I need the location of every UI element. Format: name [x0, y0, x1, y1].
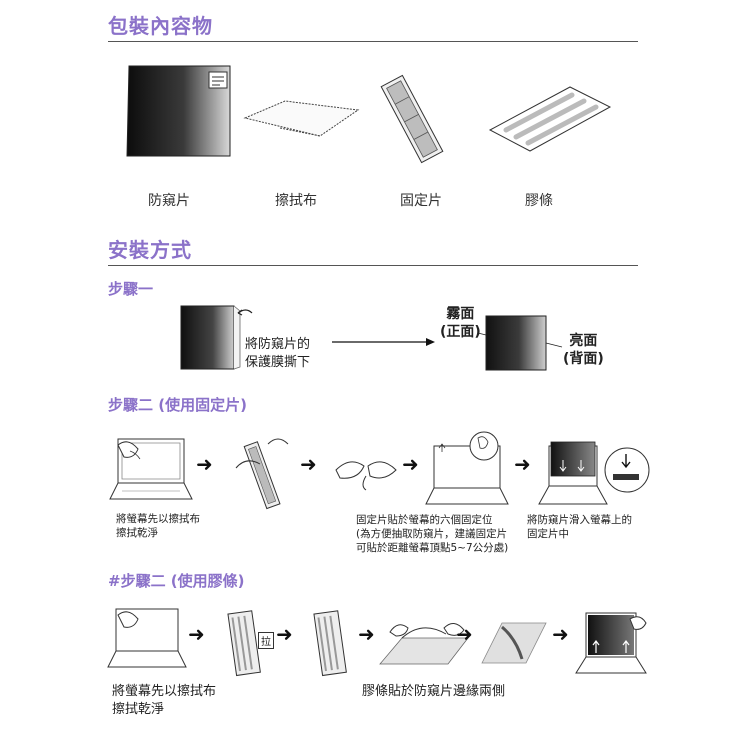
adhesive-strips-illustration: [488, 86, 612, 152]
attach-tab-illustration: [335, 461, 397, 491]
cleaning-cloth-illustration: [243, 100, 360, 137]
filter-front-illustration: [477, 315, 563, 371]
laptop-cleaning-illustration: [109, 438, 193, 500]
package-title: 包裝內容物: [108, 14, 213, 38]
divider: [108, 265, 638, 266]
divider: [108, 41, 638, 42]
step1-heading: 步驟一: [108, 280, 154, 298]
item-label-fixing-tabs: 固定片: [400, 193, 442, 209]
arrow-right-icon: ➜: [456, 622, 473, 646]
install-title: 安裝方式: [108, 238, 192, 262]
step2-caption-slide: 將防窺片滑入螢幕上的 固定片中: [527, 514, 632, 540]
step3-caption-clean: 將螢幕先以擦拭布 擦拭乾淨: [112, 684, 217, 717]
matte-side-label: 霧面 (正面): [440, 306, 481, 340]
laptop-slide-filter-illustration: [538, 441, 650, 505]
arrow-right-icon: ➜: [300, 452, 317, 476]
pull-label: 拉: [258, 632, 274, 649]
step3-caption-tape: 膠條貼於防窺片邊緣兩側: [362, 684, 506, 699]
step3-heading: #步驟二 (使用膠條): [108, 572, 245, 590]
arrow-right-icon: ➜: [358, 622, 375, 646]
adhesive-peel-illustration: [227, 610, 261, 677]
apply-tape-illustration: [379, 623, 469, 665]
step1-instruction: 將防窺片的 保護膜撕下: [245, 337, 311, 370]
arrow-right-icon: ➜: [276, 622, 293, 646]
step2-caption-attach: 固定片貼於螢幕的六個固定位 (為方便抽取防窺片，建議固定片 可貼於距離螢幕頂點5…: [356, 514, 509, 554]
peel-tab-illustration: [235, 438, 289, 510]
laptop-cleaning-illustration: [107, 608, 187, 668]
adhesive-strip-illustration: [313, 610, 347, 677]
arrow-right-icon: [332, 338, 435, 346]
arrow-right-icon: ➜: [188, 622, 205, 646]
fixing-tabs-illustration: [380, 74, 444, 164]
glossy-side-label: 亮面 (背面): [563, 333, 604, 367]
laptop-filter-applied-illustration: [575, 612, 647, 674]
filter-with-film-illustration: [180, 305, 253, 370]
laptop-tab-position-illustration: [425, 431, 509, 505]
step2-caption-clean: 將螢幕先以擦拭布 擦拭乾淨: [116, 513, 200, 539]
arrow-right-icon: ➜: [402, 452, 419, 476]
item-label-adhesive-strips: 膠條: [525, 193, 553, 209]
arrow-right-icon: ➜: [514, 452, 531, 476]
item-label-privacy-filter: 防窺片: [148, 193, 190, 209]
step2-heading: 步驟二 (使用固定片): [108, 396, 247, 414]
arrow-right-icon: ➜: [196, 452, 213, 476]
privacy-filter-illustration: [126, 65, 231, 157]
item-label-cleaning-cloth: 擦拭布: [275, 193, 317, 209]
arrow-right-icon: ➜: [552, 622, 569, 646]
tape-on-filter-illustration: [481, 622, 547, 664]
